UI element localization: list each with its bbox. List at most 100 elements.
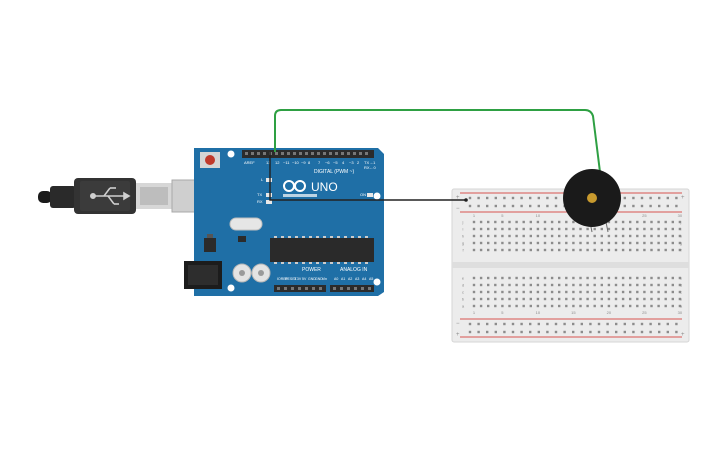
terminal-hole[interactable] <box>501 290 504 294</box>
terminal-hole[interactable] <box>607 283 611 287</box>
terminal-hole[interactable] <box>472 241 476 245</box>
wire-green-pin-to-buzzer[interactable] <box>274 109 601 173</box>
terminal-hole[interactable] <box>529 234 532 238</box>
terminal-hole[interactable] <box>650 283 653 287</box>
terminal-hole[interactable] <box>657 290 660 294</box>
rail-hole[interactable] <box>632 204 635 208</box>
rail-hole[interactable] <box>486 204 489 208</box>
terminal-hole[interactable] <box>579 297 582 301</box>
terminal-hole[interactable] <box>657 248 660 252</box>
rail-hole[interactable] <box>520 196 523 200</box>
terminal-hole[interactable] <box>600 227 603 231</box>
terminal-hole[interactable] <box>565 248 568 252</box>
rail-hole[interactable] <box>503 330 506 334</box>
terminal-hole[interactable] <box>487 304 490 308</box>
terminal-hole[interactable] <box>501 241 504 245</box>
rail-hole[interactable] <box>563 330 566 334</box>
terminal-hole[interactable] <box>536 234 540 238</box>
terminal-hole[interactable] <box>515 220 518 224</box>
terminal-hole[interactable] <box>607 227 611 231</box>
rail-hole[interactable] <box>477 204 480 208</box>
terminal-hole[interactable] <box>487 283 490 287</box>
terminal-hole[interactable] <box>593 276 596 280</box>
rail-hole[interactable] <box>477 322 480 326</box>
terminal-hole[interactable] <box>494 276 497 280</box>
terminal-hole[interactable] <box>593 304 596 308</box>
terminal-hole[interactable] <box>629 220 632 224</box>
rail-hole[interactable] <box>572 322 575 326</box>
terminal-hole[interactable] <box>550 297 554 301</box>
terminal-hole[interactable] <box>657 227 660 231</box>
terminal-hole[interactable] <box>508 297 511 301</box>
terminal-hole[interactable] <box>600 276 603 280</box>
terminal-hole[interactable] <box>650 276 653 280</box>
terminal-hole[interactable] <box>558 283 561 287</box>
terminal-hole[interactable] <box>664 276 667 280</box>
rail-hole[interactable] <box>537 330 540 334</box>
terminal-hole[interactable] <box>522 276 525 280</box>
terminal-hole[interactable] <box>664 220 667 224</box>
terminal-hole[interactable] <box>522 283 525 287</box>
terminal-hole[interactable] <box>586 227 589 231</box>
terminal-hole[interactable] <box>536 241 540 245</box>
terminal-hole[interactable] <box>522 248 525 252</box>
terminal-hole[interactable] <box>558 220 561 224</box>
rail-hole[interactable] <box>649 322 652 326</box>
terminal-hole[interactable] <box>572 227 575 231</box>
rail-hole[interactable] <box>537 196 540 200</box>
terminal-hole[interactable] <box>593 290 596 294</box>
terminal-hole[interactable] <box>586 248 589 252</box>
terminal-hole[interactable] <box>650 304 653 308</box>
terminal-hole[interactable] <box>565 297 568 301</box>
rail-hole[interactable] <box>486 330 489 334</box>
terminal-hole[interactable] <box>472 276 476 280</box>
terminal-hole[interactable] <box>643 276 646 280</box>
rail-hole[interactable] <box>623 330 626 334</box>
terminal-hole[interactable] <box>572 297 575 301</box>
rail-hole[interactable] <box>615 330 618 334</box>
terminal-hole[interactable] <box>529 227 532 231</box>
terminal-hole[interactable] <box>600 248 603 252</box>
terminal-hole[interactable] <box>607 248 611 252</box>
terminal-hole[interactable] <box>565 220 568 224</box>
terminal-hole[interactable] <box>579 276 582 280</box>
rail-hole[interactable] <box>486 196 489 200</box>
terminal-hole[interactable] <box>579 304 582 308</box>
terminal-hole[interactable] <box>550 283 554 287</box>
terminal-hole[interactable] <box>501 304 504 308</box>
terminal-hole[interactable] <box>550 220 554 224</box>
terminal-hole[interactable] <box>558 227 561 231</box>
terminal-hole[interactable] <box>550 234 554 238</box>
rail-hole[interactable] <box>503 204 506 208</box>
terminal-hole[interactable] <box>543 248 547 252</box>
terminal-hole[interactable] <box>650 290 653 294</box>
terminal-hole[interactable] <box>558 304 561 308</box>
rail-hole[interactable] <box>520 204 523 208</box>
terminal-hole[interactable] <box>636 297 639 301</box>
terminal-hole[interactable] <box>472 304 476 308</box>
rail-hole[interactable] <box>529 322 532 326</box>
terminal-hole[interactable] <box>657 304 660 308</box>
terminal-hole[interactable] <box>550 248 554 252</box>
terminal-hole[interactable] <box>621 234 625 238</box>
terminal-hole[interactable] <box>487 241 490 245</box>
terminal-hole[interactable] <box>650 241 653 245</box>
rail-hole[interactable] <box>511 204 515 208</box>
terminal-hole[interactable] <box>621 304 625 308</box>
reset-button[interactable] <box>200 152 220 168</box>
terminal-hole[interactable] <box>565 241 568 245</box>
terminal-hole[interactable] <box>621 220 625 224</box>
terminal-hole[interactable] <box>586 283 589 287</box>
terminal-hole[interactable] <box>678 304 682 308</box>
rail-hole[interactable] <box>632 330 635 334</box>
terminal-hole[interactable] <box>593 234 596 238</box>
terminal-hole[interactable] <box>643 234 646 238</box>
terminal-hole[interactable] <box>600 241 603 245</box>
terminal-hole[interactable] <box>572 234 575 238</box>
rail-hole[interactable] <box>546 204 549 208</box>
terminal-hole[interactable] <box>472 297 476 301</box>
terminal-hole[interactable] <box>515 304 518 308</box>
terminal-hole[interactable] <box>579 241 582 245</box>
rail-hole[interactable] <box>468 330 472 334</box>
terminal-hole[interactable] <box>614 220 618 224</box>
